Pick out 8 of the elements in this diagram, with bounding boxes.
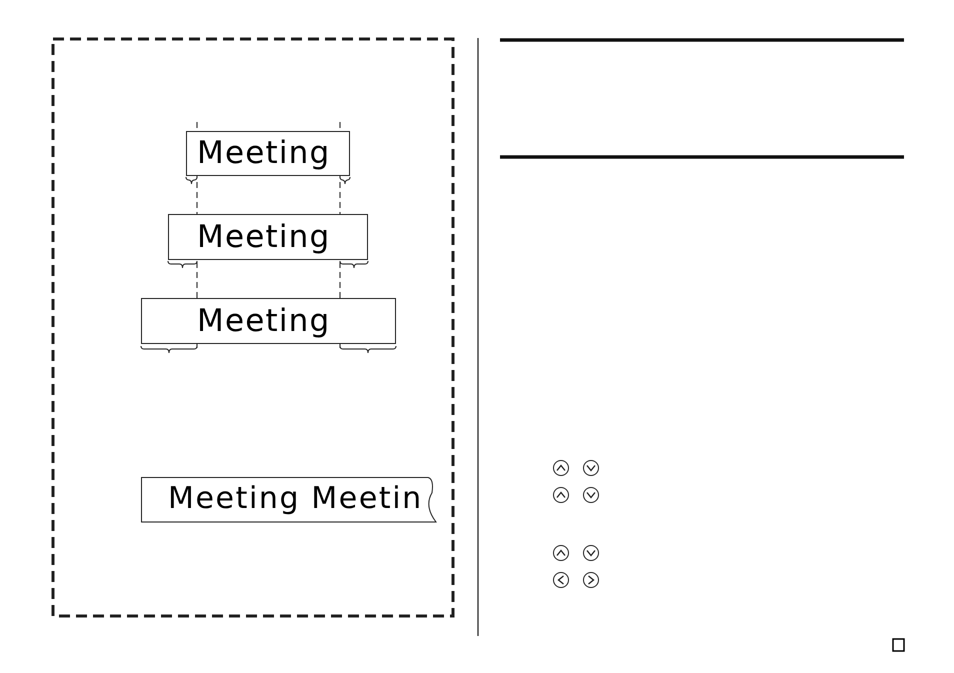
tape-strip xyxy=(141,298,396,344)
tape-text: Meeting xyxy=(197,306,330,336)
tape-strip xyxy=(141,477,437,523)
tape-strip xyxy=(186,131,350,176)
tape-strip xyxy=(168,214,368,260)
tape-text: Meeting xyxy=(197,138,330,169)
tape-text: Meeting Meetin xyxy=(168,484,423,514)
tape-text: Meeting xyxy=(197,222,330,252)
